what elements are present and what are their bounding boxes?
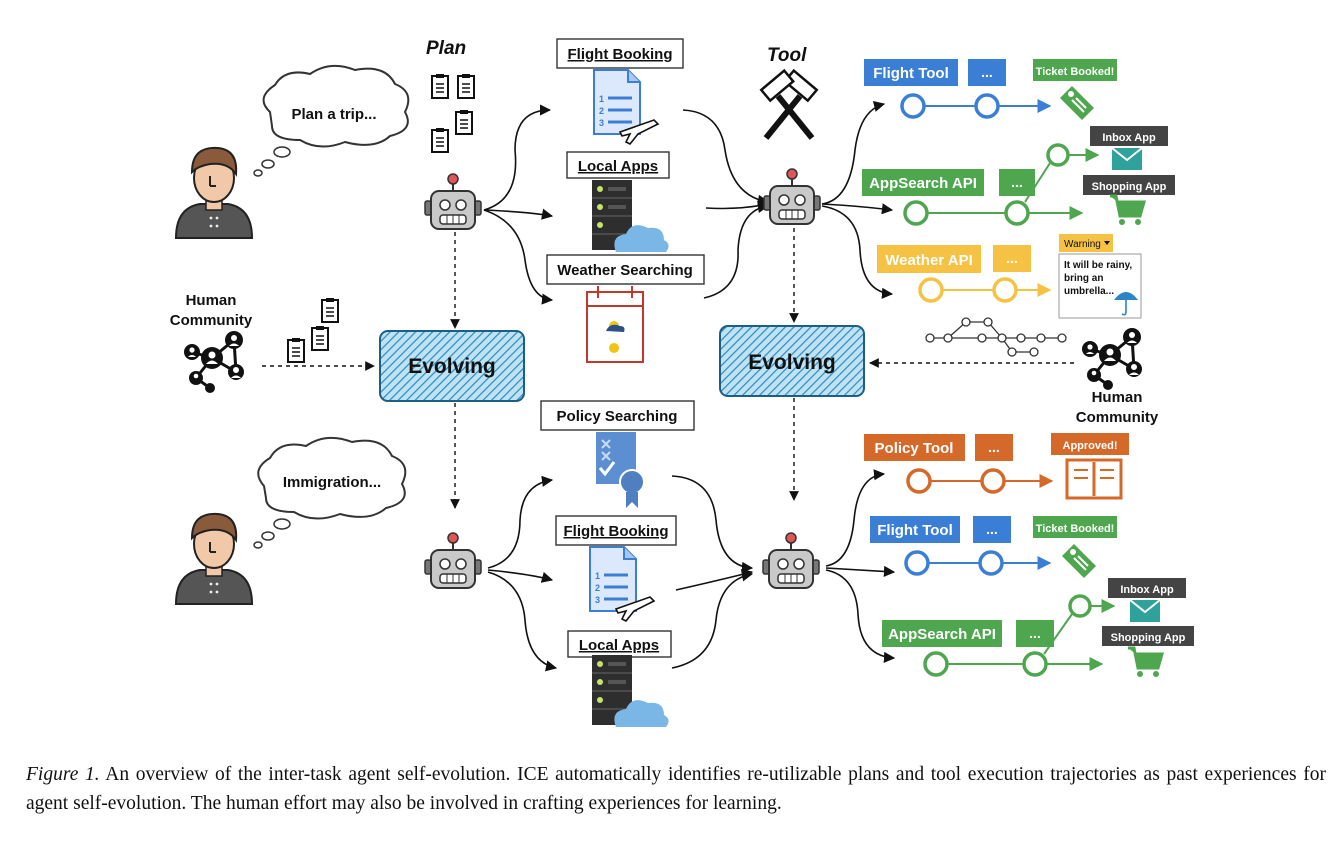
trajectory-graph-icon — [925, 317, 1067, 357]
ticket-booked-badge — [1033, 516, 1117, 538]
evolving-label-right: Evolving — [748, 351, 836, 374]
community-label-left: Human — [186, 292, 237, 309]
flight-tool-label: Flight Tool — [877, 522, 953, 539]
flight-tool-label: Flight Tool — [873, 65, 949, 82]
weather-warning-card: Warning It will be rainy, bring an umbre… — [1058, 234, 1142, 319]
svg-text:Shopping App: Shopping App — [1111, 632, 1186, 644]
policy-certificate-icon — [596, 432, 645, 508]
clipboard-icon — [457, 73, 475, 99]
svg-text:...: ... — [986, 521, 998, 537]
clipboard-icon — [311, 325, 329, 351]
flight-tool-box — [864, 59, 958, 86]
svg-text:...: ... — [1029, 625, 1041, 641]
user-icon-bottom — [175, 512, 253, 605]
inbox-app-badge — [1108, 578, 1186, 598]
svg-text:Inbox App: Inbox App — [1120, 584, 1174, 596]
plan-label: Plan — [426, 38, 466, 59]
ticket-tag-icon — [1059, 85, 1095, 121]
community-network-icon-left — [182, 329, 246, 395]
thought-text-top: Plan a trip... — [291, 106, 376, 123]
svg-text:...: ... — [988, 439, 1000, 455]
appsearch-api-label: AppSearch API — [869, 175, 977, 192]
document-icon — [592, 68, 660, 146]
figure-caption: Figure 1. An overview of the inter-task … — [26, 760, 1326, 818]
appsearch-api-box — [862, 169, 984, 196]
shopping-cart-icon — [1126, 646, 1164, 679]
svg-text:Warning: Warning — [1064, 239, 1101, 250]
server-cloud-icon — [591, 179, 670, 253]
weather-api-label: Weather API — [885, 252, 973, 269]
task-local-apps-top: Local Apps — [578, 158, 658, 175]
caption-text: An overview of the inter-task agent self… — [26, 764, 1326, 814]
thought-text-bottom: Immigration... — [283, 474, 381, 491]
book-icon — [1065, 458, 1123, 500]
svg-text:Inbox App: Inbox App — [1102, 132, 1156, 144]
clipboard-icon — [431, 127, 449, 153]
svg-text:umbrella...: umbrella... — [1064, 286, 1114, 297]
ellipsis-box — [1016, 620, 1054, 647]
shopping-cart-icon — [1108, 194, 1146, 227]
calendar-weather-icon — [586, 286, 644, 363]
community-label-right: Human — [1092, 389, 1143, 406]
evolving-box-left — [379, 330, 525, 402]
appsearch-api-box — [882, 620, 1002, 647]
ticket-booked-badge — [1033, 59, 1117, 81]
task-local-apps-bottom: Local Apps — [579, 637, 659, 654]
svg-text:bring an: bring an — [1064, 273, 1103, 284]
document-icon — [588, 545, 656, 623]
svg-text:Ticket Booked!: Ticket Booked! — [1036, 523, 1115, 535]
inbox-app-badge — [1090, 126, 1168, 146]
svg-text:Community: Community — [1076, 409, 1159, 426]
mail-icon — [1129, 599, 1161, 623]
clipboard-icon — [321, 297, 339, 323]
ellipsis-box — [999, 169, 1035, 196]
robot-icon-planner-top — [424, 173, 482, 230]
svg-text:...: ... — [981, 64, 993, 80]
umbrella-icon — [1114, 292, 1138, 300]
task-flight-booking-top: Flight Booking — [568, 46, 673, 63]
robot-icon-tool-top — [763, 168, 821, 225]
task-weather-searching: Weather Searching — [557, 262, 693, 279]
svg-text:Community: Community — [170, 312, 253, 329]
community-network-icon-right — [1080, 326, 1144, 392]
ellipsis-box — [968, 59, 1006, 86]
task-flight-booking-bottom: Flight Booking — [564, 523, 669, 540]
svg-text:...: ... — [1006, 250, 1018, 266]
appsearch-api-label: AppSearch API — [888, 626, 996, 643]
thought-cloud-top: Plan a trip... — [253, 64, 410, 177]
ellipsis-box — [975, 434, 1013, 461]
svg-text:...: ... — [1011, 174, 1023, 190]
task-policy-searching: Policy Searching — [557, 408, 678, 425]
overview-diagram: 1 2 3 — [170, 38, 1194, 728]
server-cloud-icon — [591, 654, 670, 728]
shopping-app-badge — [1102, 626, 1194, 646]
ticket-tag-icon — [1061, 543, 1097, 579]
evolving-label-left: Evolving — [408, 355, 496, 378]
flight-tool-box — [870, 516, 960, 543]
shopping-app-badge — [1083, 175, 1175, 195]
clipboard-icon — [455, 109, 473, 135]
ellipsis-box — [993, 245, 1031, 272]
svg-text:Approved!: Approved! — [1063, 440, 1118, 452]
thought-cloud-bottom: Immigration... — [253, 436, 407, 549]
mail-icon — [1111, 147, 1143, 171]
policy-tool-box — [864, 434, 965, 461]
hammer-icon — [759, 68, 819, 140]
robot-icon-planner-bottom — [424, 532, 482, 589]
user-icon-top — [175, 146, 253, 239]
svg-text:It will be rainy,: It will be rainy, — [1064, 260, 1132, 271]
tool-label: Tool — [767, 45, 807, 66]
clipboard-icon — [431, 73, 449, 99]
svg-text:Shopping App: Shopping App — [1092, 181, 1167, 193]
policy-tool-label: Policy Tool — [875, 440, 954, 457]
svg-text:Ticket Booked!: Ticket Booked! — [1036, 66, 1115, 78]
approved-badge — [1051, 433, 1129, 455]
weather-api-box — [877, 245, 981, 273]
ellipsis-box — [973, 516, 1011, 543]
robot-icon-tool-bottom — [762, 532, 820, 589]
evolving-box-right — [719, 325, 865, 397]
clipboard-icon — [287, 337, 305, 363]
figure-label: Figure 1. — [26, 764, 100, 785]
